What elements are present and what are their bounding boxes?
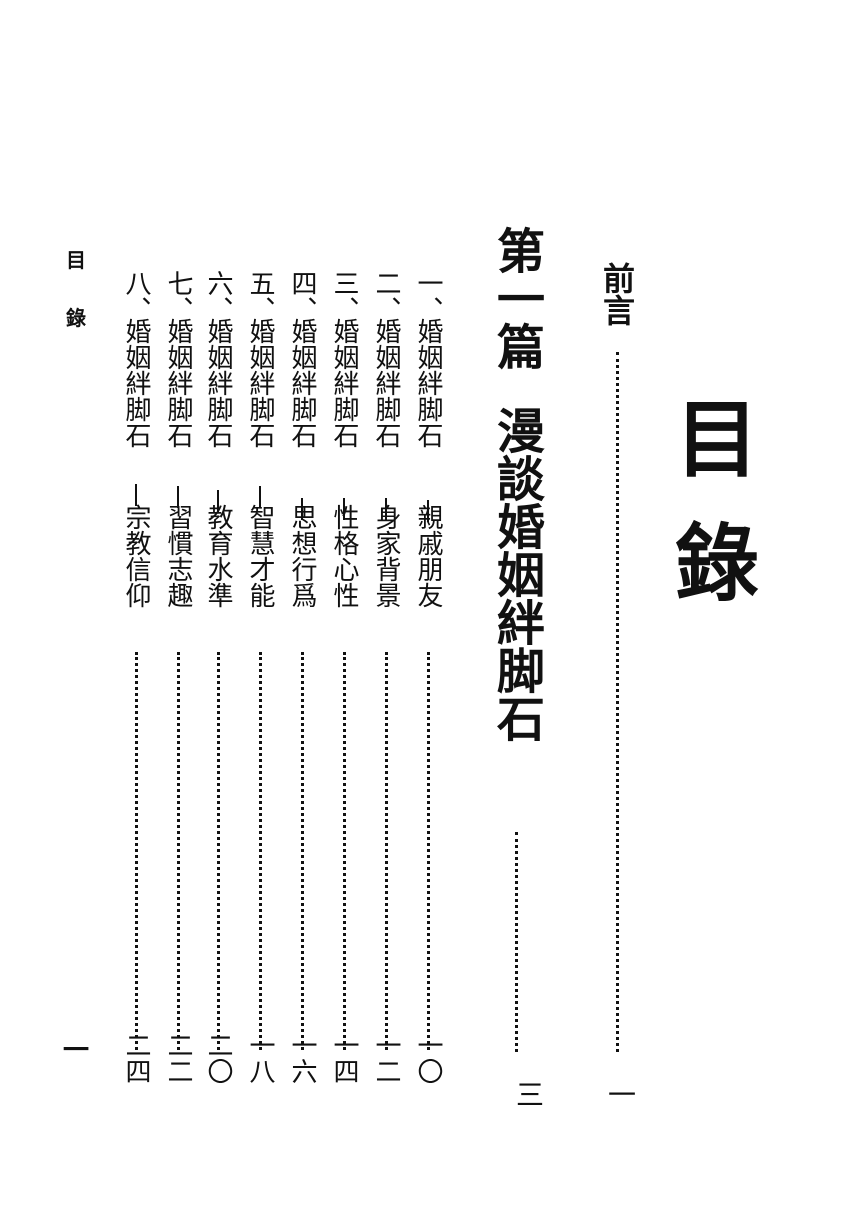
em-dash xyxy=(177,486,179,508)
entry-number: 六、 xyxy=(203,270,233,322)
entry-title: 婚姻絆脚石 xyxy=(121,318,151,448)
entry-number: 一、 xyxy=(413,270,443,322)
entry-subtitle: 宗教信仰 xyxy=(121,504,151,608)
em-dash xyxy=(385,498,387,520)
em-dash xyxy=(135,484,137,506)
entry-page-number: 一二 xyxy=(371,1032,401,1084)
em-dash xyxy=(217,490,219,512)
page-title: 目 錄 xyxy=(672,398,762,646)
entry-page-number: 一〇 xyxy=(413,1032,443,1084)
part-page-number: 三 xyxy=(512,1080,545,1108)
dot-leader xyxy=(616,352,619,1052)
entry-title: 婚姻絆脚石 xyxy=(287,318,317,448)
running-header: 目 錄 xyxy=(62,250,90,366)
entry-subtitle: 習慣志趣 xyxy=(163,504,193,608)
entry-number: 七、 xyxy=(163,270,193,322)
entry-number: 三、 xyxy=(329,270,359,322)
entry-title: 婚姻絆脚石 xyxy=(245,318,275,448)
part-title: 漫談婚姻絆脚石 xyxy=(488,406,544,742)
page-title-char-2: 錄 xyxy=(674,514,759,613)
entry-title: 婚姻絆脚石 xyxy=(371,318,401,448)
dot-leader xyxy=(385,652,388,1050)
dot-leader xyxy=(301,652,304,1050)
entry-page-number: 一四 xyxy=(329,1032,359,1084)
entry-subtitle: 親戚朋友 xyxy=(413,504,443,608)
entry-subtitle: 身家背景 xyxy=(371,504,401,608)
entry-page-number: 二二 xyxy=(163,1032,193,1084)
dot-leader xyxy=(515,832,518,1052)
entry-subtitle: 思想行爲 xyxy=(287,504,317,608)
entry-page-number: 二〇 xyxy=(203,1032,233,1084)
entry-subtitle: 性格心性 xyxy=(329,504,359,608)
page-title-char-1: 目 xyxy=(674,390,759,489)
dot-leader xyxy=(177,652,180,1050)
dot-leader xyxy=(217,652,220,1050)
dot-leader xyxy=(427,652,430,1050)
em-dash xyxy=(427,500,429,522)
entry-title: 婚姻絆脚石 xyxy=(163,318,193,448)
entry-subtitle: 教育水準 xyxy=(203,504,233,608)
entry-title: 婚姻絆脚石 xyxy=(413,318,443,448)
preface-title: 前言 xyxy=(598,262,636,326)
entry-page-number: 二四 xyxy=(121,1032,151,1084)
entry-page-number: 一八 xyxy=(245,1032,275,1084)
part-label: 第一篇 xyxy=(488,226,544,370)
entry-number: 四、 xyxy=(287,270,317,322)
entry-number: 五、 xyxy=(245,270,275,322)
entry-number: 八、 xyxy=(121,270,151,322)
dot-leader xyxy=(343,652,346,1050)
em-dash xyxy=(301,498,303,520)
em-dash xyxy=(343,498,345,520)
running-header-char-2: 錄 xyxy=(66,306,86,330)
em-dash xyxy=(259,486,261,508)
entry-subtitle: 智慧才能 xyxy=(245,504,275,608)
entry-title: 婚姻絆脚石 xyxy=(329,318,359,448)
entry-title: 婚姻絆脚石 xyxy=(203,318,233,448)
dot-leader xyxy=(259,652,262,1050)
preface-page-number: 一 xyxy=(604,1080,637,1108)
entry-number: 二、 xyxy=(371,270,401,322)
entry-page-number: 一六 xyxy=(287,1032,317,1084)
running-header-char-1: 目 xyxy=(66,248,86,272)
dot-leader xyxy=(135,652,138,1050)
folio: 一 xyxy=(62,1036,89,1066)
